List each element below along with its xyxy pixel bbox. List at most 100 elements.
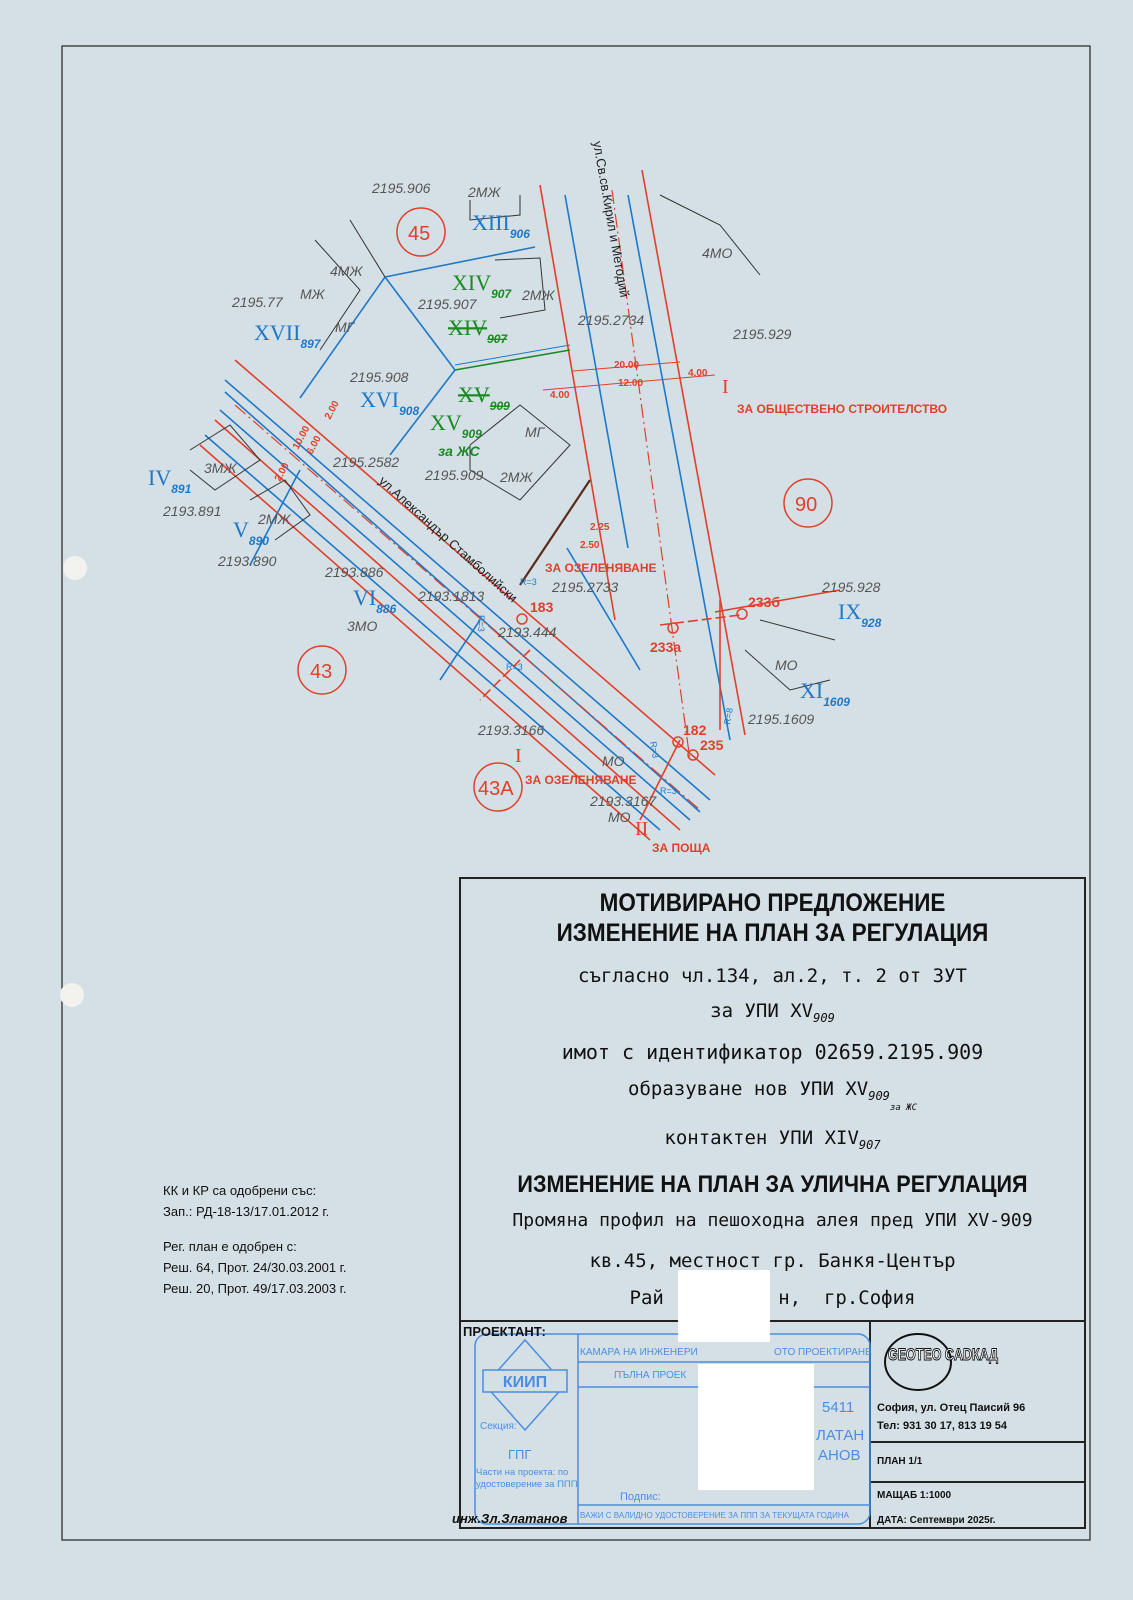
stamp-name-1: ЛАТАН <box>816 1427 864 1444</box>
point-labels: 183 233а 233б 182 235 <box>530 594 780 753</box>
svg-text:R=3: R=3 <box>476 615 486 632</box>
legal-basis: съгласно чл.134, ал.2, т. 2 от ЗУТ <box>578 965 967 987</box>
svg-text:I: I <box>515 745 522 767</box>
svg-text:4МЖ: 4МЖ <box>330 263 363 279</box>
map-lines <box>189 169 841 841</box>
svg-text:3МО: 3МО <box>347 618 377 634</box>
quarter-43a: 43А <box>478 778 514 800</box>
svg-text:4МО: 4МО <box>702 245 732 261</box>
note-reg-3: Реш. 20, Прот. 49/17.03.2003 г. <box>163 1281 347 1296</box>
contact-upi-line: контактен УПИ XIV907 <box>664 1127 881 1152</box>
svg-text:R=3: R=3 <box>520 577 537 587</box>
stamp-full: ПЪЛНА ПРОЕК <box>614 1370 686 1381</box>
svg-text:3МЖ: 3МЖ <box>204 460 237 476</box>
svg-text:4.00: 4.00 <box>688 368 708 379</box>
map-labels: ул.Св.св.Кирил и Методий ул.Александър С… <box>148 140 947 855</box>
svg-text:2195.2582: 2195.2582 <box>332 454 399 470</box>
logo-text: GEOTEO CADКАД <box>888 1345 998 1364</box>
punch-hole <box>63 556 87 580</box>
svg-text:V890: V890 <box>233 517 269 548</box>
purpose-labels: ЗА ОБЩЕСТВЕНО СТРОИТЕЛСТВО ЗА ОЗЕЛЕНЯВАН… <box>515 376 947 855</box>
svg-text:183: 183 <box>530 599 554 615</box>
svg-text:2.00: 2.00 <box>273 461 292 484</box>
svg-text:2195.909: 2195.909 <box>424 467 484 483</box>
svg-text:2МЖ: 2МЖ <box>467 184 501 200</box>
svg-text:2193.3166: 2193.3166 <box>477 722 544 738</box>
svg-text:233б: 233б <box>748 594 780 610</box>
district-line: Рай н, гр.София <box>629 1287 916 1309</box>
svg-text:2193.3167: 2193.3167 <box>589 793 657 809</box>
svg-text:XIII906: XIII906 <box>472 210 530 241</box>
building-labels: 2МЖ 4МЖ МЖ МГ 2МЖ МГ 2МЖ 3МЖ 2МЖ 3МО МО … <box>204 184 798 825</box>
svg-text:2195.908: 2195.908 <box>349 369 409 385</box>
svg-text:2195.2733: 2195.2733 <box>551 579 618 595</box>
upi-line: за УПИ XV909 <box>710 1000 835 1025</box>
stamp-valid: ВАЖИ С ВАЛИДНО УДОСТОВЕРЕНИЕ ЗА ППП ЗА Т… <box>580 1511 850 1520</box>
stamp-section-label: Секция: <box>480 1421 517 1432</box>
svg-text:20.00: 20.00 <box>614 360 639 371</box>
svg-text:МО: МО <box>775 657 798 673</box>
title-2: ИЗМЕНЕНИЕ НА ПЛАН ЗА РЕГУЛАЦИЯ <box>556 919 989 947</box>
title-1: МОТИВИРАНО ПРЕДЛОЖЕНИЕ <box>599 889 946 917</box>
svg-text:2193.891: 2193.891 <box>162 503 221 519</box>
stamp-name-2: АНОВ <box>818 1447 861 1464</box>
svg-text:4.00: 4.00 <box>550 390 570 401</box>
svg-text:2193.444: 2193.444 <box>497 624 557 640</box>
svg-text:МГ: МГ <box>335 319 356 335</box>
svg-text:2195.1609: 2195.1609 <box>747 711 814 727</box>
svg-text:2МЖ: 2МЖ <box>499 469 533 485</box>
note-reg-1: Рег. план е одобрен с: <box>163 1239 297 1254</box>
svg-text:2.50: 2.50 <box>580 540 600 551</box>
stamp-design: ОТО ПРОЕКТИРАНЕ <box>774 1347 872 1358</box>
stamp-parts: Части на проекта: по удостоверение за ПП… <box>476 1467 578 1490</box>
svg-text:XIV907: XIV907 <box>448 315 508 346</box>
svg-text:ЗА ОЗЕЛЕНЯВАНЕ: ЗА ОЗЕЛЕНЯВАНЕ <box>525 773 637 787</box>
svg-text:2195.929: 2195.929 <box>732 326 792 342</box>
geoteo-logo: GEOTEO CADКАД <box>884 1333 999 1391</box>
scale: МАЩАБ 1:1000 <box>877 1490 952 1501</box>
svg-text:2193.886: 2193.886 <box>324 564 384 580</box>
street-label-kiril: ул.Св.св.Кирил и Методий <box>590 140 632 299</box>
parcel-labels: XIII906 XVII897 XVI908 IV891 V890 VI886 … <box>148 210 882 709</box>
kiip-logo-text: КИИП <box>503 1374 547 1391</box>
svg-text:XVII897: XVII897 <box>254 320 322 351</box>
radius-labels: R=3 R=3 R=3 R=3 R=3 R=8 <box>476 577 735 796</box>
plan-number: ПЛАН 1/1 <box>877 1456 923 1467</box>
punch-hole <box>60 983 84 1007</box>
redaction <box>698 1364 814 1490</box>
svg-text:IX928: IX928 <box>838 599 882 630</box>
svg-text:VI886: VI886 <box>353 585 397 616</box>
note-kk-1: КК и КР са одобрени със: <box>163 1183 317 1198</box>
svg-text:2195.2734: 2195.2734 <box>577 312 644 328</box>
svg-text:2195.928: 2195.928 <box>821 579 881 595</box>
svg-text:XI1609: XI1609 <box>800 678 850 709</box>
svg-text:2.00: 2.00 <box>323 399 342 422</box>
svg-text:ЗА ОЗЕЛЕНЯВАНЕ: ЗА ОЗЕЛЕНЯВАНЕ <box>545 561 657 575</box>
svg-text:2.25: 2.25 <box>590 522 610 533</box>
svg-text:2193.1813: 2193.1813 <box>417 588 484 604</box>
stamp-section: ГПГ <box>508 1447 531 1462</box>
date: ДАТА: Септември 2025г. <box>877 1515 996 1526</box>
svg-text:2193.890: 2193.890 <box>217 553 277 569</box>
svg-text:XV909: XV909 <box>458 382 510 413</box>
svg-text:R=3: R=3 <box>506 662 523 672</box>
new-upi-line: образуване нов УПИ XV909за ЖС <box>628 1078 917 1113</box>
note-kk-2: Зап.: РД-18-13/17.01.2012 г. <box>163 1204 330 1219</box>
svg-text:I: I <box>722 376 729 398</box>
svg-text:R=3: R=3 <box>648 741 661 759</box>
svg-text:2195.77: 2195.77 <box>231 294 284 310</box>
property-id-line: имот с идентификатор 02659.2195.909 <box>561 1040 984 1064</box>
sheet-border <box>61 45 1091 1541</box>
svg-text:R=3: R=3 <box>660 786 677 796</box>
company-phone: Тел: 931 30 17, 813 19 54 <box>877 1420 1007 1432</box>
svg-text:2195.906: 2195.906 <box>371 180 431 196</box>
svg-text:2195.907: 2195.907 <box>417 296 478 312</box>
svg-text:233а: 233а <box>650 639 681 655</box>
svg-text:за ЖС: за ЖС <box>438 443 481 459</box>
svg-text:МО: МО <box>602 753 625 769</box>
location-line: кв.45, местност гр. Банкя-Център <box>589 1250 956 1272</box>
svg-text:182: 182 <box>683 722 707 738</box>
svg-text:МГ: МГ <box>525 424 546 440</box>
approval-notes: КК и КР са одобрени със: Зап.: РД-18-13/… <box>163 1180 346 1299</box>
